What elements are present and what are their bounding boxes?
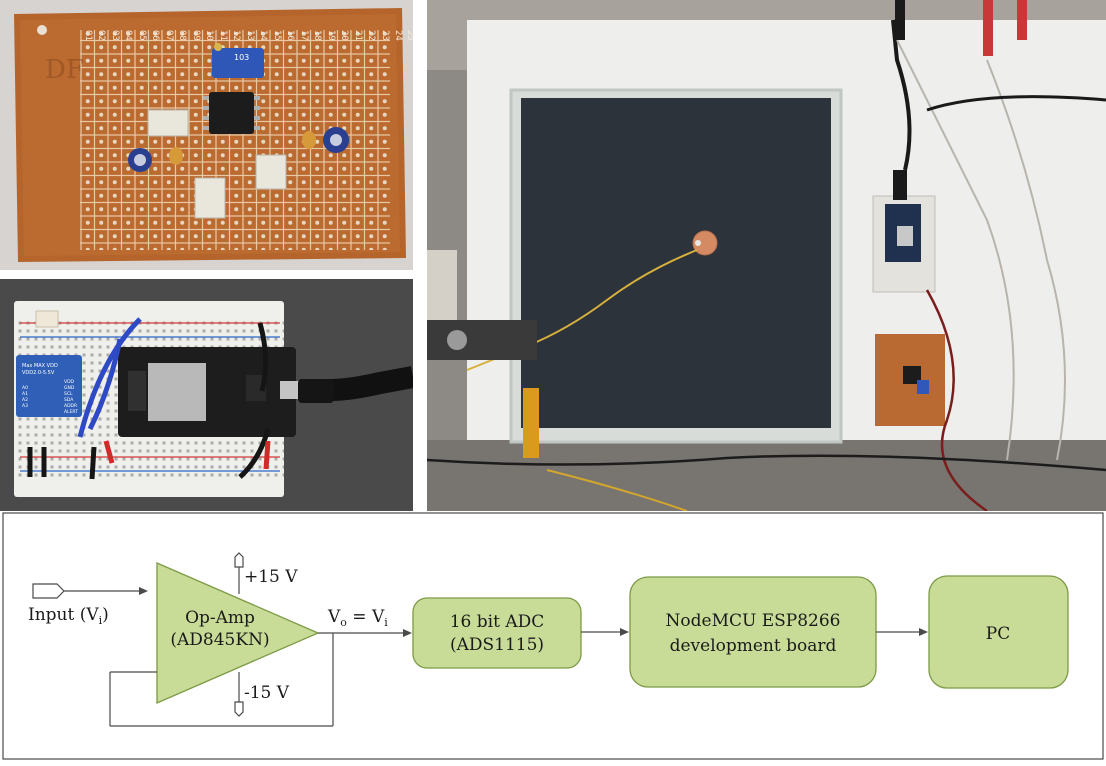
trimmer-potentiometer xyxy=(212,48,264,78)
col-label: 25 xyxy=(405,30,413,41)
flex-cable xyxy=(523,388,539,458)
pin-label: A0 xyxy=(22,385,28,391)
block-diagram-svg: Input (Vi) Op-Amp (AD845KN) +15 V -15 V … xyxy=(2,512,1104,760)
pin-label: SDA xyxy=(64,397,74,403)
col-label: 15 xyxy=(272,30,282,41)
col-label: 10 xyxy=(204,30,214,41)
trimmer-code: 103 xyxy=(234,53,249,62)
adc-module xyxy=(16,355,82,417)
col-label: 18 xyxy=(312,30,322,41)
col-label: 02 xyxy=(96,30,106,41)
column-number-row: 01 02 03 04 05 06 07 08 09 10 11 12 13 1… xyxy=(83,30,413,41)
connector xyxy=(255,154,287,190)
col-label: 12 xyxy=(231,30,241,41)
negative-supply-terminal xyxy=(234,701,244,717)
dark-plate xyxy=(521,98,831,428)
col-label: 24 xyxy=(393,30,403,41)
col-label: 16 xyxy=(285,30,295,41)
col-label: 23 xyxy=(380,30,390,41)
adc-block xyxy=(412,597,582,669)
col-label: 17 xyxy=(299,30,309,41)
negative-supply-label: -15 V xyxy=(244,683,290,703)
input-label: Input (Vi) xyxy=(28,605,109,627)
pin-label: ADDR xyxy=(64,403,77,409)
col-label: 14 xyxy=(258,30,268,41)
opamp-label-line2: (AD845KN) xyxy=(170,630,269,650)
esp-module xyxy=(148,363,206,421)
col-label: 06 xyxy=(150,30,160,41)
nodemcu-label-line1: NodeMCU ESP8266 xyxy=(666,611,841,631)
col-label: 07 xyxy=(164,30,174,41)
setup-photo xyxy=(427,0,1106,511)
pin-label: GND xyxy=(64,385,75,391)
connector xyxy=(194,177,226,219)
positive-supply-terminal xyxy=(234,552,244,568)
block-diagram: Input (Vi) Op-Amp (AD845KN) +15 V -15 V … xyxy=(0,512,1106,762)
col-label: 21 xyxy=(353,30,363,41)
col-label: 20 xyxy=(339,30,349,41)
opamp-ic xyxy=(209,92,254,134)
module-pin-labels: VDD GND SCL SDA ADDR ALERT A0 A1 A2 A3 xyxy=(22,379,78,415)
pc-block xyxy=(928,575,1069,689)
col-label: 11 xyxy=(218,30,228,41)
breadboard-photo: Max MAX VDD VDD2.0-5.5V VDD GND SCL SDA … xyxy=(0,279,413,511)
piezo-sensor xyxy=(692,230,718,256)
perfboard-image: DF 01 02 03 04 05 06 07 08 09 10 11 12 1… xyxy=(0,0,413,270)
clamp xyxy=(427,320,537,360)
opamp-label-line1: Op-Amp xyxy=(185,608,255,628)
col-label: 19 xyxy=(326,30,336,41)
nodemcu-label-line2: development board xyxy=(670,636,837,656)
positive-supply-label: +15 V xyxy=(244,567,298,587)
nodemcu-block xyxy=(629,576,877,688)
breadboard-image: Max MAX VDD VDD2.0-5.5V VDD GND SCL SDA … xyxy=(0,279,413,511)
perfboard-photo: DF 01 02 03 04 05 06 07 08 09 10 11 12 1… xyxy=(0,0,413,270)
col-label: 09 xyxy=(191,30,201,41)
input-terminal xyxy=(32,583,65,599)
module-text: Max MAX VDD xyxy=(22,363,58,369)
adc-label-line1: 16 bit ADC xyxy=(450,612,545,632)
col-label: 03 xyxy=(110,30,120,41)
col-label: 22 xyxy=(366,30,376,41)
output-voltage-label: Vo = Vi xyxy=(327,607,388,629)
col-label: 13 xyxy=(245,30,255,41)
col-label: 04 xyxy=(123,30,133,41)
opamp-triangle xyxy=(156,562,320,704)
pin-label: ALERT xyxy=(64,409,78,415)
pin-label: VDD xyxy=(64,379,75,385)
pc-label: PC xyxy=(986,624,1010,644)
col-label: 01 xyxy=(83,30,93,41)
col-label: 08 xyxy=(177,30,187,41)
col-label: 05 xyxy=(137,30,147,41)
pin-label: A2 xyxy=(22,397,28,403)
setup-image xyxy=(427,0,1106,511)
module-text: VDD2.0-5.5V xyxy=(22,370,55,376)
sensor-wire xyxy=(466,249,698,371)
connector xyxy=(147,109,189,137)
adc-label-line2: (ADS1115) xyxy=(450,635,544,655)
pin-label: A1 xyxy=(22,391,28,397)
pin-label: SCL xyxy=(64,391,73,397)
pin-label: A3 xyxy=(22,403,28,409)
board-marking: DF xyxy=(45,55,84,85)
